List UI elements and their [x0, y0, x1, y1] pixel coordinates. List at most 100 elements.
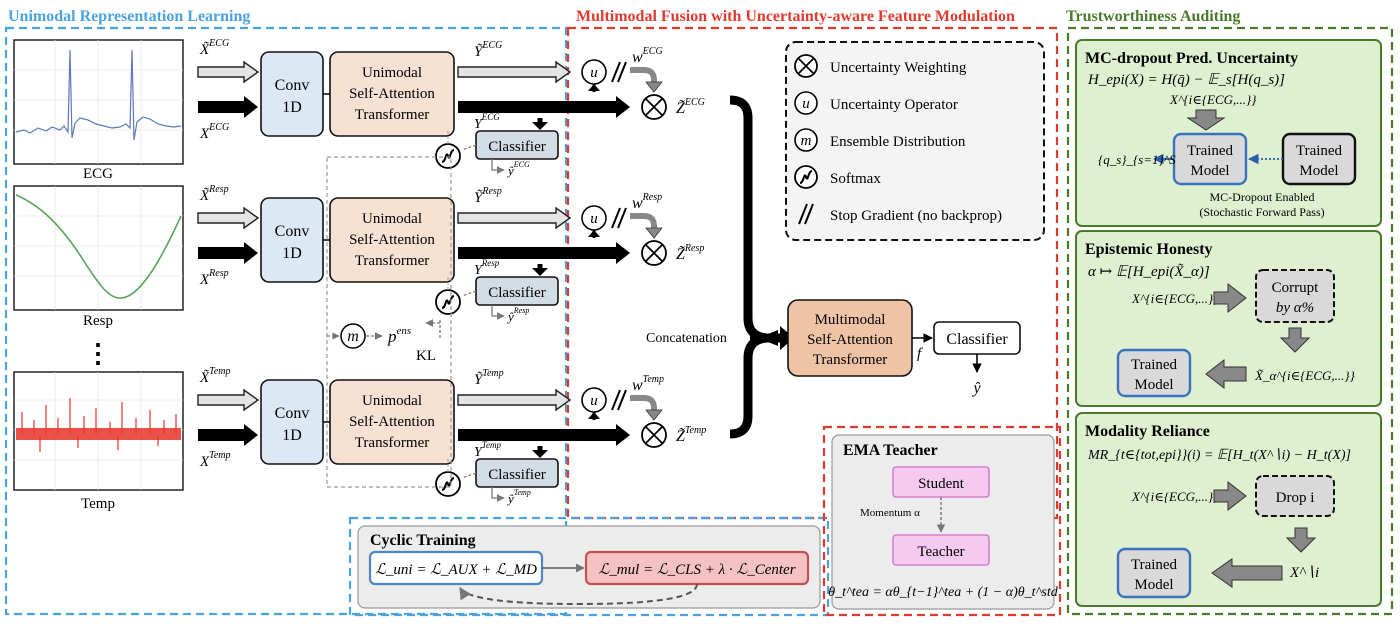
- resp-x: XResp: [199, 268, 229, 288]
- svg-text:Self-Attention: Self-Attention: [349, 232, 435, 248]
- fusion-classifier: Classifier: [933, 321, 1021, 355]
- legend-stopgrad-icon: [798, 203, 814, 225]
- section-trust: Trustworthiness Auditing: [1066, 8, 1394, 616]
- legend-label: Ensemble Distribution: [830, 134, 966, 150]
- ensemble-m-icon: [340, 323, 366, 349]
- temp-plot: Temp: [13, 371, 184, 512]
- svg-text:Unimodal: Unimodal: [362, 65, 422, 81]
- svg-text:Unimodal: Unimodal: [362, 393, 422, 409]
- mr-formula: MR_{t∈{tot,epi}}(i) = 𝔼[H_t(X^∖i) − H_t(…: [1087, 448, 1351, 463]
- svg-text:Multimodal: Multimodal: [815, 312, 886, 328]
- svg-text:Transformer: Transformer: [813, 352, 887, 368]
- row-temp: X̃TempXTempConv1DUnimodalSelf-AttentionT…: [197, 366, 706, 506]
- epi-title: Epistemic Honesty: [1085, 241, 1213, 258]
- stop-gradient-resp-icon: [611, 207, 627, 229]
- svg-text:Trained: Trained: [1131, 557, 1178, 573]
- resp-ytilde: ỸResp: [474, 186, 502, 206]
- legend-label: Softmax: [830, 171, 881, 187]
- svg-text:Model: Model: [1299, 163, 1338, 179]
- svg-text:u: u: [590, 393, 598, 409]
- ecg-w: wECG: [632, 46, 663, 66]
- p-ens-label: pens: [387, 325, 411, 346]
- legend-u-icon: u: [794, 91, 818, 115]
- temp-y: YTemp: [474, 440, 501, 460]
- reliance-panel: Modality Reliance MR_{t∈{tot,epi}}(i) = …: [1075, 412, 1382, 607]
- section-unimodal: Unimodal Representation Learning: [4, 8, 568, 616]
- svg-text:Classifier: Classifier: [488, 467, 546, 483]
- student-box: Student: [918, 476, 965, 492]
- uncertainty-weighting-ecg-icon: [641, 94, 667, 120]
- section-trust-title: Trustworthiness Auditing: [1066, 8, 1240, 25]
- temp-z: Z̃Temp: [676, 425, 706, 445]
- ensemble-block: m pens KL: [326, 156, 452, 488]
- uncertainty-operator-ecg-icon: u: [581, 59, 607, 85]
- softmax-resp-icon: [435, 289, 461, 315]
- svg-text:Corrupt: Corrupt: [1272, 280, 1319, 296]
- resp-z: Z̃Resp: [676, 243, 704, 263]
- svg-text:by α%: by α%: [1276, 300, 1314, 316]
- concat-label: Concatenation: [646, 331, 727, 346]
- cyclic-frame: [348, 516, 830, 617]
- legend-otimes-icon: [794, 54, 818, 78]
- section-fusion-title: Multimodal Fusion with Uncertainty-aware…: [576, 8, 1015, 25]
- temp-ytilde: ỸTemp: [474, 368, 504, 388]
- ecg-y: YECG: [474, 112, 500, 132]
- uncertainty-operator-temp-icon: u: [581, 387, 607, 413]
- modality-ellipsis: ⋮: [85, 339, 111, 368]
- softmax-temp-icon: [435, 471, 461, 497]
- svg-text:Model: Model: [1134, 377, 1173, 393]
- mr-output: X^∖i: [1289, 565, 1319, 581]
- temp-label: Temp: [81, 496, 115, 512]
- uncertainty-operator-resp-icon: u: [581, 205, 607, 231]
- resp-w: wResp: [632, 192, 662, 212]
- drop-box: Drop i: [1276, 490, 1315, 506]
- mc-dropout-panel: MC-dropout Pred. Uncertainty H_epi(X) = …: [1075, 39, 1382, 227]
- mc-caption2: (Stochastic Forward Pass): [1199, 205, 1324, 219]
- uncertainty-weighting-temp-icon: [641, 422, 667, 448]
- ecg-ytilde: ỸECG: [474, 40, 502, 60]
- svg-text:u: u: [590, 65, 598, 81]
- ecg-xtilde: X̃ECG: [199, 38, 229, 58]
- ecg-z: Z̃ECG: [676, 97, 705, 117]
- mr-input: X^{i∈{ECG,...}}: [1131, 489, 1219, 504]
- legend-softmax-item: Softmax: [794, 165, 881, 189]
- mc-input: X^{i∈{ECG,...}}: [1169, 92, 1257, 107]
- fusion-yhat: ŷ: [971, 380, 981, 397]
- temp-w: wTemp: [632, 374, 664, 394]
- svg-text:Self-Attention: Self-Attention: [807, 332, 893, 348]
- kl-label: KL: [416, 348, 436, 364]
- ecg-yhat: ŷECG: [506, 160, 530, 178]
- svg-text:Trained: Trained: [1131, 357, 1178, 373]
- ema-frame: [822, 425, 1062, 617]
- svg-text:Unimodal: Unimodal: [362, 211, 422, 227]
- svg-text:Self-Attention: Self-Attention: [349, 414, 435, 430]
- svg-text:Model: Model: [1190, 163, 1229, 179]
- temp-yhat: ŷTemp: [506, 488, 531, 506]
- legend-softmax-icon: [794, 165, 818, 189]
- cyclic-title: Cyclic Training: [370, 532, 476, 549]
- resp-plot: Resp: [13, 185, 184, 329]
- mc-formula: H_epi(X) = H(q̄) − 𝔼_s[H(q_s)]: [1087, 72, 1285, 88]
- momentum-label: Momentum α: [860, 507, 920, 519]
- legend-stopgrad-item: Stop Gradient (no backprop): [798, 203, 1002, 225]
- svg-text:Conv: Conv: [275, 223, 310, 240]
- svg-text:Trained: Trained: [1296, 143, 1343, 159]
- stop-gradient-ecg-icon: [611, 61, 627, 83]
- temp-xtilde: X̃Temp: [199, 366, 230, 386]
- uncertainty-weighting-resp-icon: [641, 240, 667, 266]
- svg-text:Conv: Conv: [275, 77, 310, 94]
- ema-title: EMA Teacher: [843, 442, 938, 459]
- row-ecg: X̃ECGXECGConv1DUnimodalSelf-AttentionTra…: [197, 38, 705, 178]
- ema-teacher: EMA Teacher Student Momentum α Teacher θ…: [828, 434, 1059, 610]
- epi-input: X^{i∈{ECG,...}}: [1131, 291, 1219, 306]
- resp-xtilde: X̃Resp: [199, 184, 229, 204]
- multimodal-transformer: Multimodal Self-Attention Transformer: [787, 299, 913, 377]
- legend-label: Uncertainty Operator: [830, 97, 958, 113]
- svg-text:Transformer: Transformer: [355, 107, 429, 123]
